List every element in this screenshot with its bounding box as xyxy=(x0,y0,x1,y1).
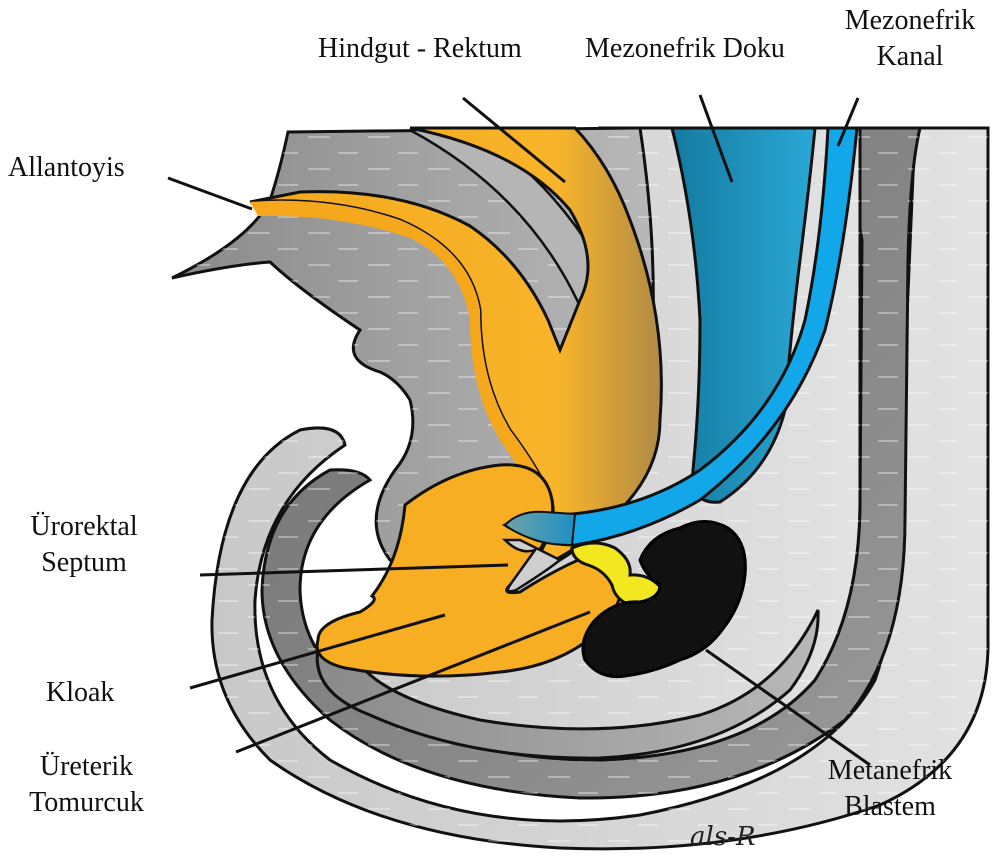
label-ureteric-line1: Üreterik xyxy=(4,750,169,784)
label-urorectal-line2: Septum xyxy=(14,546,154,580)
label-metanephric-line2: Blastem xyxy=(810,790,970,824)
label-metanephric-line1: Metanefrik xyxy=(810,754,970,788)
leader-allantois xyxy=(168,178,252,209)
label-ureteric-line2: Tomurcuk xyxy=(4,786,169,820)
label-hindgut-rektum: Hindgut - Rektum xyxy=(318,32,522,66)
label-urorectal-line1: Ürorektal xyxy=(14,510,154,544)
label-mesonephric-duct-line1: Mezonefrik xyxy=(835,4,985,38)
label-allantois: Allantoyis xyxy=(8,151,125,185)
artist-signature: als-R xyxy=(690,822,756,852)
label-cloaca: Kloak xyxy=(46,676,114,710)
label-mesonephric-tissue: Mezonefrik Doku xyxy=(585,32,785,66)
label-mesonephric-duct-line2: Kanal xyxy=(835,40,985,74)
